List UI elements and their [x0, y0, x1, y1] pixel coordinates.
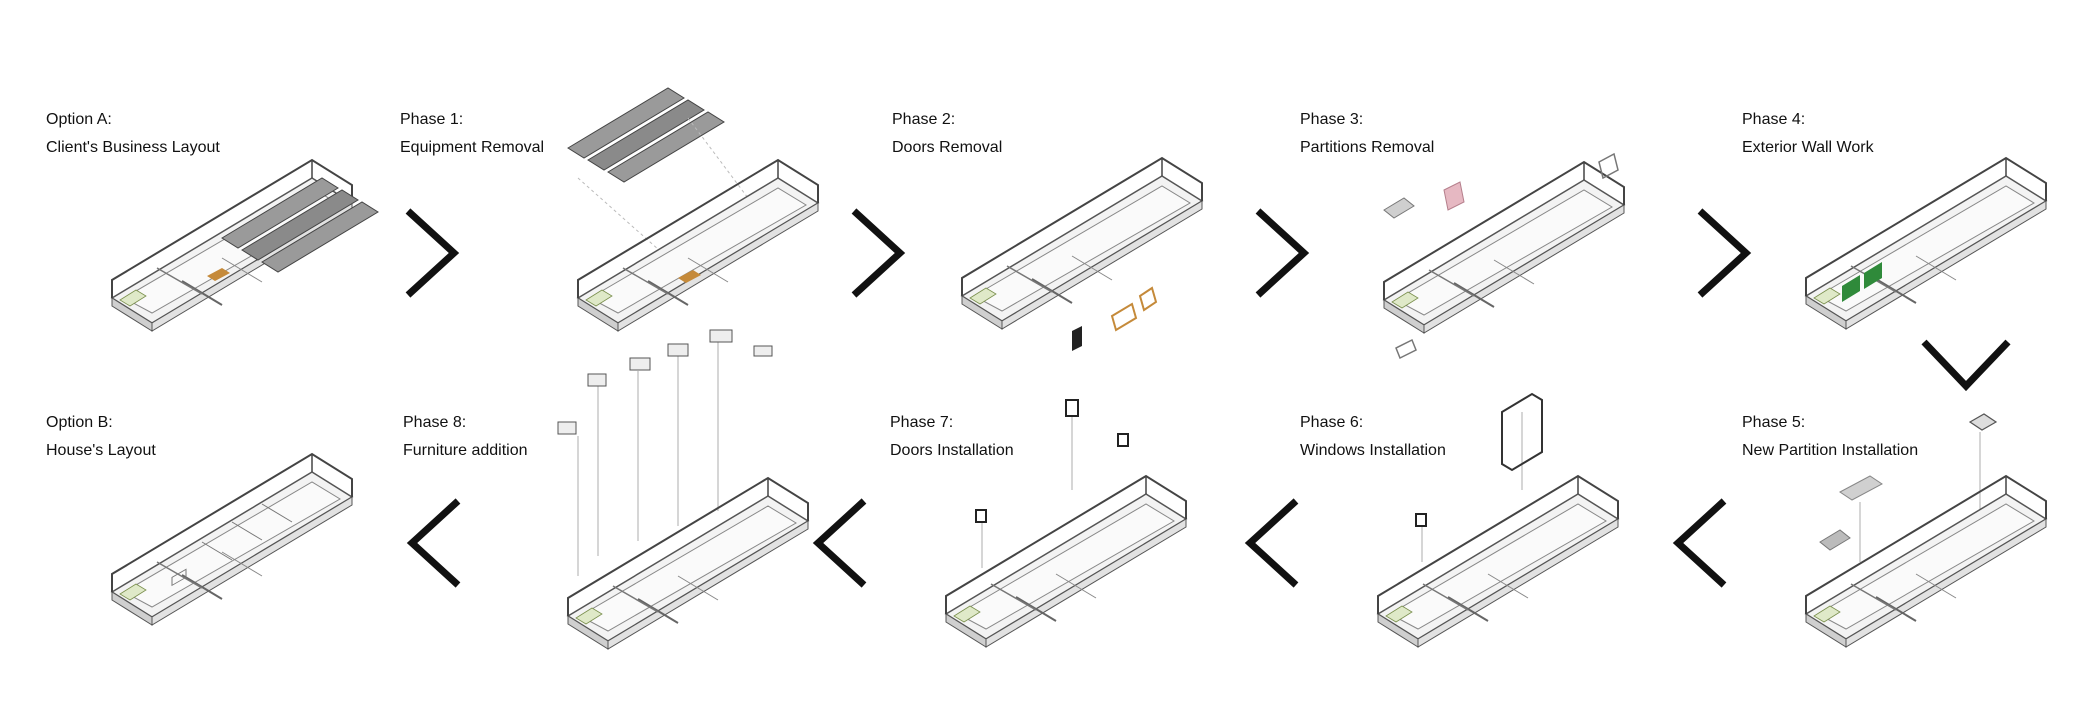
stage-phase-8-label: Phase 8: Furniture addition [403, 409, 528, 465]
stage-heading: Phase 4: [1742, 111, 1806, 128]
flow-arrow-right [1694, 205, 1754, 301]
flow-arrow-left [1242, 495, 1302, 591]
phase-3-axonometric-drawing [1383, 152, 1625, 360]
stage-heading: Phase 2: [892, 111, 956, 128]
stage-phase-3-label: Phase 3: Partitions Removal [1300, 106, 1434, 162]
stage-phase-6-label: Phase 6: Windows Installation [1300, 409, 1446, 465]
stage-subtitle: Doors Removal [892, 139, 1003, 156]
stage-subtitle: Client's Business Layout [46, 139, 220, 156]
stage-subtitle: Exterior Wall Work [1742, 139, 1874, 156]
stage-subtitle: Doors Installation [890, 442, 1014, 459]
option-a-axonometric-drawing [111, 159, 379, 332]
phase-6-axonometric-drawing [1377, 392, 1619, 648]
flow-arrow-left [1670, 495, 1730, 591]
stage-subtitle: Furniture addition [403, 442, 528, 459]
stage-heading: Phase 7: [890, 414, 954, 431]
stage-phase-4-label: Phase 4: Exterior Wall Work [1742, 106, 1874, 162]
stage-subtitle: Equipment Removal [400, 139, 545, 156]
phase-5-axonometric-drawing [1805, 413, 2047, 648]
stage-heading: Option A: [46, 111, 112, 128]
phase-4-axonometric-drawing [1805, 157, 2047, 330]
stage-subtitle: Partitions Removal [1300, 139, 1435, 156]
stage-phase-5-label: Phase 5: New Partition Installation [1742, 409, 1918, 465]
stage-option-a-label: Option A: Client's Business Layout [46, 106, 220, 162]
stage-phase-1-label: Phase 1: Equipment Removal [400, 106, 544, 162]
stage-heading: Option B: [46, 414, 113, 431]
flow-arrow-right [402, 205, 462, 301]
stage-heading: Phase 1: [400, 111, 464, 128]
phase-8-axonometric-drawing [557, 329, 809, 650]
phase-2-axonometric-drawing [961, 157, 1203, 351]
stage-phase-2-label: Phase 2: Doors Removal [892, 106, 1002, 162]
flow-arrow-down [1918, 336, 2014, 392]
stage-heading: Phase 6: [1300, 414, 1364, 431]
phase-7-axonometric-drawing [945, 399, 1187, 648]
flow-arrow-right [848, 205, 908, 301]
stage-subtitle: Windows Installation [1300, 442, 1446, 459]
stage-heading: Phase 8: [403, 414, 467, 431]
stage-heading: Phase 5: [1742, 414, 1806, 431]
option-b-axonometric-drawing [111, 453, 353, 626]
flow-arrow-left [810, 495, 870, 591]
flow-arrow-right [1252, 205, 1312, 301]
stage-subtitle: New Partition Installation [1742, 442, 1919, 459]
stage-phase-7-label: Phase 7: Doors Installation [890, 409, 1014, 465]
stage-heading: Phase 3: [1300, 111, 1364, 128]
stage-option-b-label: Option B: House's Layout [46, 409, 156, 465]
flow-arrow-left [404, 495, 464, 591]
phase-1-axonometric-drawing [567, 87, 819, 332]
stage-subtitle: House's Layout [46, 442, 156, 459]
